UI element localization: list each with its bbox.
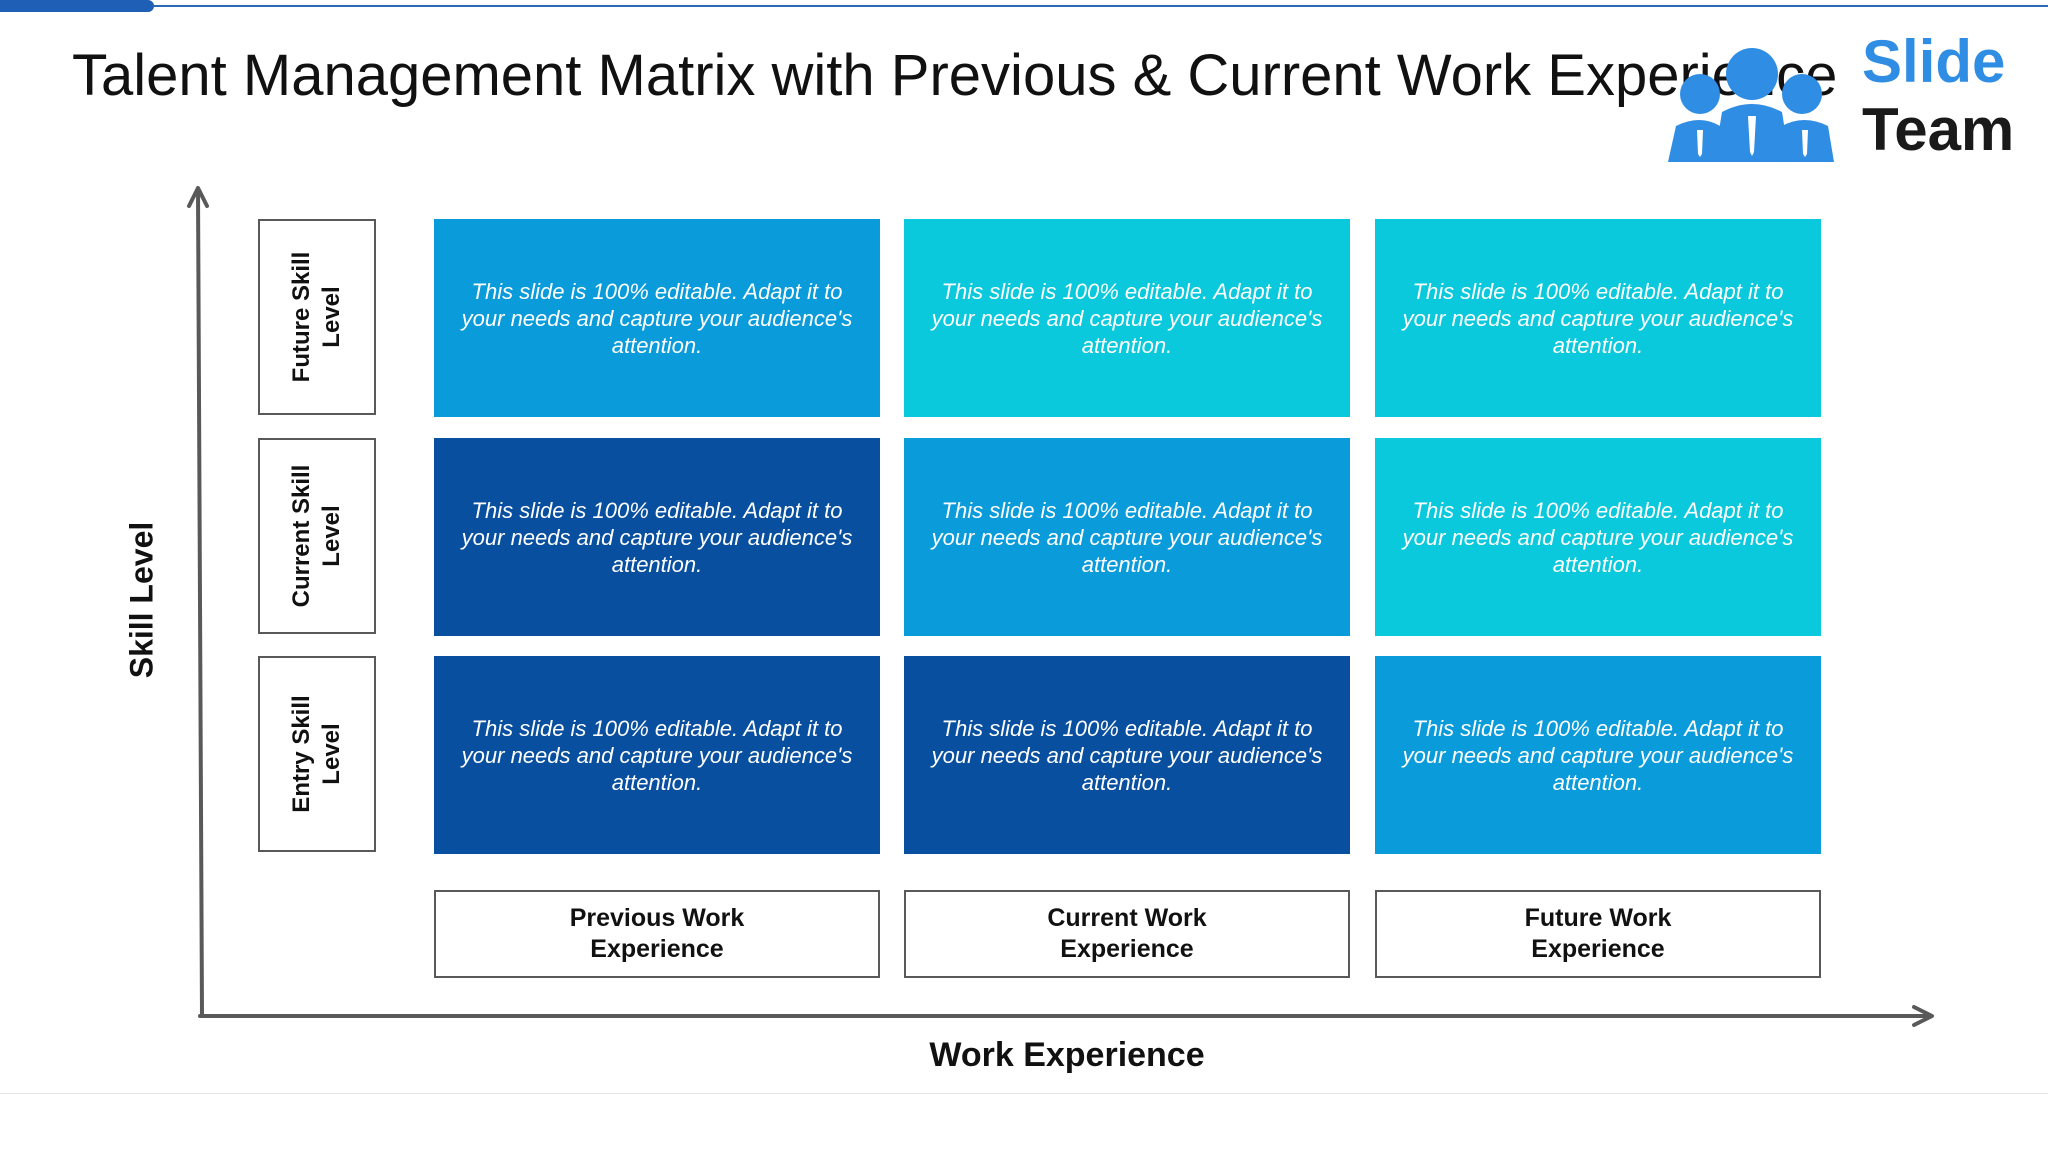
- cell-text: This slide is 100% editable. Adapt it to…: [461, 715, 853, 795]
- col-label-current: Current Work Experience: [904, 890, 1350, 978]
- row-label-text: Current Skill Level: [288, 464, 345, 608]
- top-accent: [0, 0, 154, 12]
- logo-line-2: Team: [1862, 96, 2015, 163]
- row-label-entry: Entry Skill Level: [258, 656, 376, 852]
- cell-text: This slide is 100% editable. Adapt it to…: [931, 278, 1323, 358]
- cell-text: This slide is 100% editable. Adapt it to…: [931, 715, 1323, 795]
- cell-text: This slide is 100% editable. Adapt it to…: [1402, 497, 1794, 577]
- col-label-text: Future Work Experience: [1524, 904, 1672, 963]
- bottom-divider: [0, 1093, 2048, 1094]
- row-label-future: Future Skill Level: [258, 219, 376, 415]
- col-label-previous: Previous Work Experience: [434, 890, 880, 978]
- y-axis-title: Skill Level: [123, 521, 160, 679]
- matrix-cell-entry-future[interactable]: This slide is 100% editable. Adapt it to…: [1375, 656, 1821, 854]
- logo-line-1: Slide: [1862, 28, 2006, 95]
- col-label-future: Future Work Experience: [1375, 890, 1821, 978]
- matrix-cell-current-current[interactable]: This slide is 100% editable. Adapt it to…: [904, 438, 1350, 636]
- cell-text: This slide is 100% editable. Adapt it to…: [461, 278, 853, 358]
- cell-text: This slide is 100% editable. Adapt it to…: [1402, 278, 1794, 358]
- matrix-cell-current-previous[interactable]: This slide is 100% editable. Adapt it to…: [434, 438, 880, 636]
- y-axis-arrowhead: [187, 186, 209, 208]
- row-label-current: Current Skill Level: [258, 438, 376, 634]
- top-rule: [154, 5, 2048, 7]
- matrix-cell-future-future[interactable]: This slide is 100% editable. Adapt it to…: [1375, 219, 1821, 417]
- people-group-icon: [1668, 48, 1834, 162]
- slide-title: Talent Management Matrix with Previous &…: [72, 43, 1838, 108]
- row-label-text: Entry Skill Level: [288, 695, 345, 813]
- x-axis-title: Work Experience: [929, 1036, 1205, 1074]
- row-label-text: Future Skill Level: [288, 251, 345, 383]
- cell-text: This slide is 100% editable. Adapt it to…: [931, 497, 1323, 577]
- col-label-text: Current Work Experience: [1047, 904, 1207, 963]
- matrix-cell-entry-current[interactable]: This slide is 100% editable. Adapt it to…: [904, 656, 1350, 854]
- cell-text: This slide is 100% editable. Adapt it to…: [461, 497, 853, 577]
- y-axis-line: [196, 188, 204, 1017]
- cell-text: This slide is 100% editable. Adapt it to…: [1402, 715, 1794, 795]
- matrix-cell-current-future[interactable]: This slide is 100% editable. Adapt it to…: [1375, 438, 1821, 636]
- logo-wordmark: Slide Team: [1862, 32, 2014, 160]
- matrix-cell-future-previous[interactable]: This slide is 100% editable. Adapt it to…: [434, 219, 880, 417]
- matrix-cell-future-current[interactable]: This slide is 100% editable. Adapt it to…: [904, 219, 1350, 417]
- matrix-cell-entry-previous[interactable]: This slide is 100% editable. Adapt it to…: [434, 656, 880, 854]
- col-label-text: Previous Work Experience: [569, 904, 745, 963]
- x-axis-arrowhead: [1912, 1005, 1934, 1027]
- top-accent-bar: [0, 0, 2048, 12]
